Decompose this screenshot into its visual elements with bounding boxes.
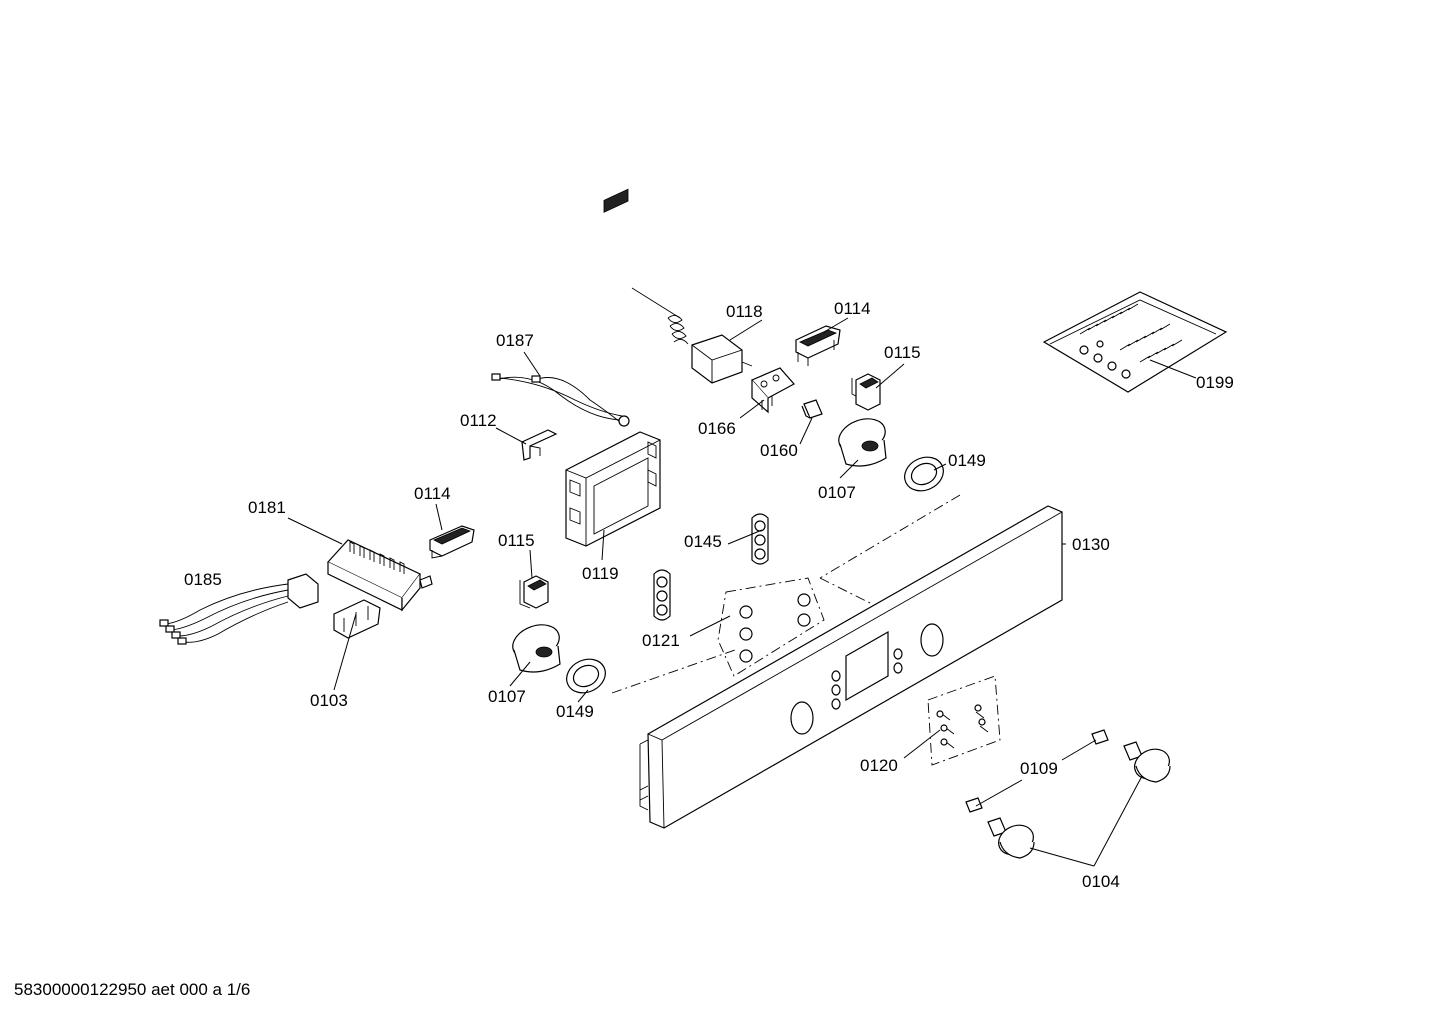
part-0166-holder	[750, 367, 795, 414]
label-0104: 0104	[1082, 872, 1120, 891]
part-0107-lower-housing	[512, 624, 561, 673]
part-0149-lower-ring	[566, 658, 606, 694]
label-0166: 0166	[698, 419, 736, 438]
part-0118-thermostat	[631, 287, 753, 384]
label-0115-upper: 0115	[884, 343, 921, 362]
part-0121-buttons	[739, 593, 811, 663]
part-0112-clip	[521, 429, 558, 461]
part-0149-upper-ring	[904, 456, 944, 492]
label-0107-lower: 0107	[488, 687, 526, 706]
label-0130: 0130	[1072, 535, 1110, 554]
label-0118: 0118	[726, 302, 763, 321]
label-0114-upper: 0114	[834, 299, 871, 318]
part-0130-front-panel	[639, 505, 1063, 829]
label-0149-lower: 0149	[556, 702, 594, 721]
part-0145-button-strips	[653, 513, 769, 621]
part-0199-screw-bag	[1042, 291, 1228, 393]
part-0103-bracket	[333, 599, 381, 639]
label-0160: 0160	[760, 441, 798, 460]
label-0187: 0187	[496, 331, 534, 350]
callout-labels: 0118 0114 0187 0115 0199 0112 0166 0160 …	[184, 299, 1234, 891]
label-0112: 0112	[460, 411, 497, 430]
part-0107-upper-housing	[838, 418, 887, 467]
label-0114-lower: 0114	[414, 484, 451, 503]
label-0181: 0181	[248, 498, 286, 517]
part-0114-lower-clip	[429, 525, 475, 559]
label-0119: 0119	[582, 564, 619, 583]
label-0115-lower: 0115	[498, 531, 535, 550]
part-0181-selector-switch	[327, 539, 433, 612]
part-0109-inserts	[965, 729, 1109, 813]
label-0185: 0185	[184, 570, 222, 589]
label-0199: 0199	[1196, 373, 1234, 392]
leader-lines	[287, 317, 1197, 867]
part-0119-timer-module	[565, 188, 661, 547]
part-0104-knobs	[987, 741, 1171, 859]
document-code: 58300000122950 aet 000 a 1/6	[14, 980, 251, 999]
label-0120: 0120	[860, 756, 898, 775]
part-0160-lamp	[801, 399, 823, 419]
part-0120-screws	[936, 704, 989, 749]
part-0114-upper-clip	[795, 325, 841, 366]
label-0149-upper: 0149	[948, 451, 986, 470]
label-0145: 0145	[684, 532, 722, 551]
part-0115-lower-bracket	[519, 575, 549, 609]
assembly-dash-lines	[611, 494, 1001, 766]
label-0103: 0103	[310, 691, 348, 710]
label-0121: 0121	[642, 631, 680, 650]
label-0107-upper: 0107	[818, 483, 856, 502]
part-0187-wire-harness	[491, 373, 630, 427]
label-0109: 0109	[1020, 759, 1058, 778]
part-0115-upper-bracket	[851, 373, 881, 411]
part-0185-cable-set	[159, 573, 319, 645]
